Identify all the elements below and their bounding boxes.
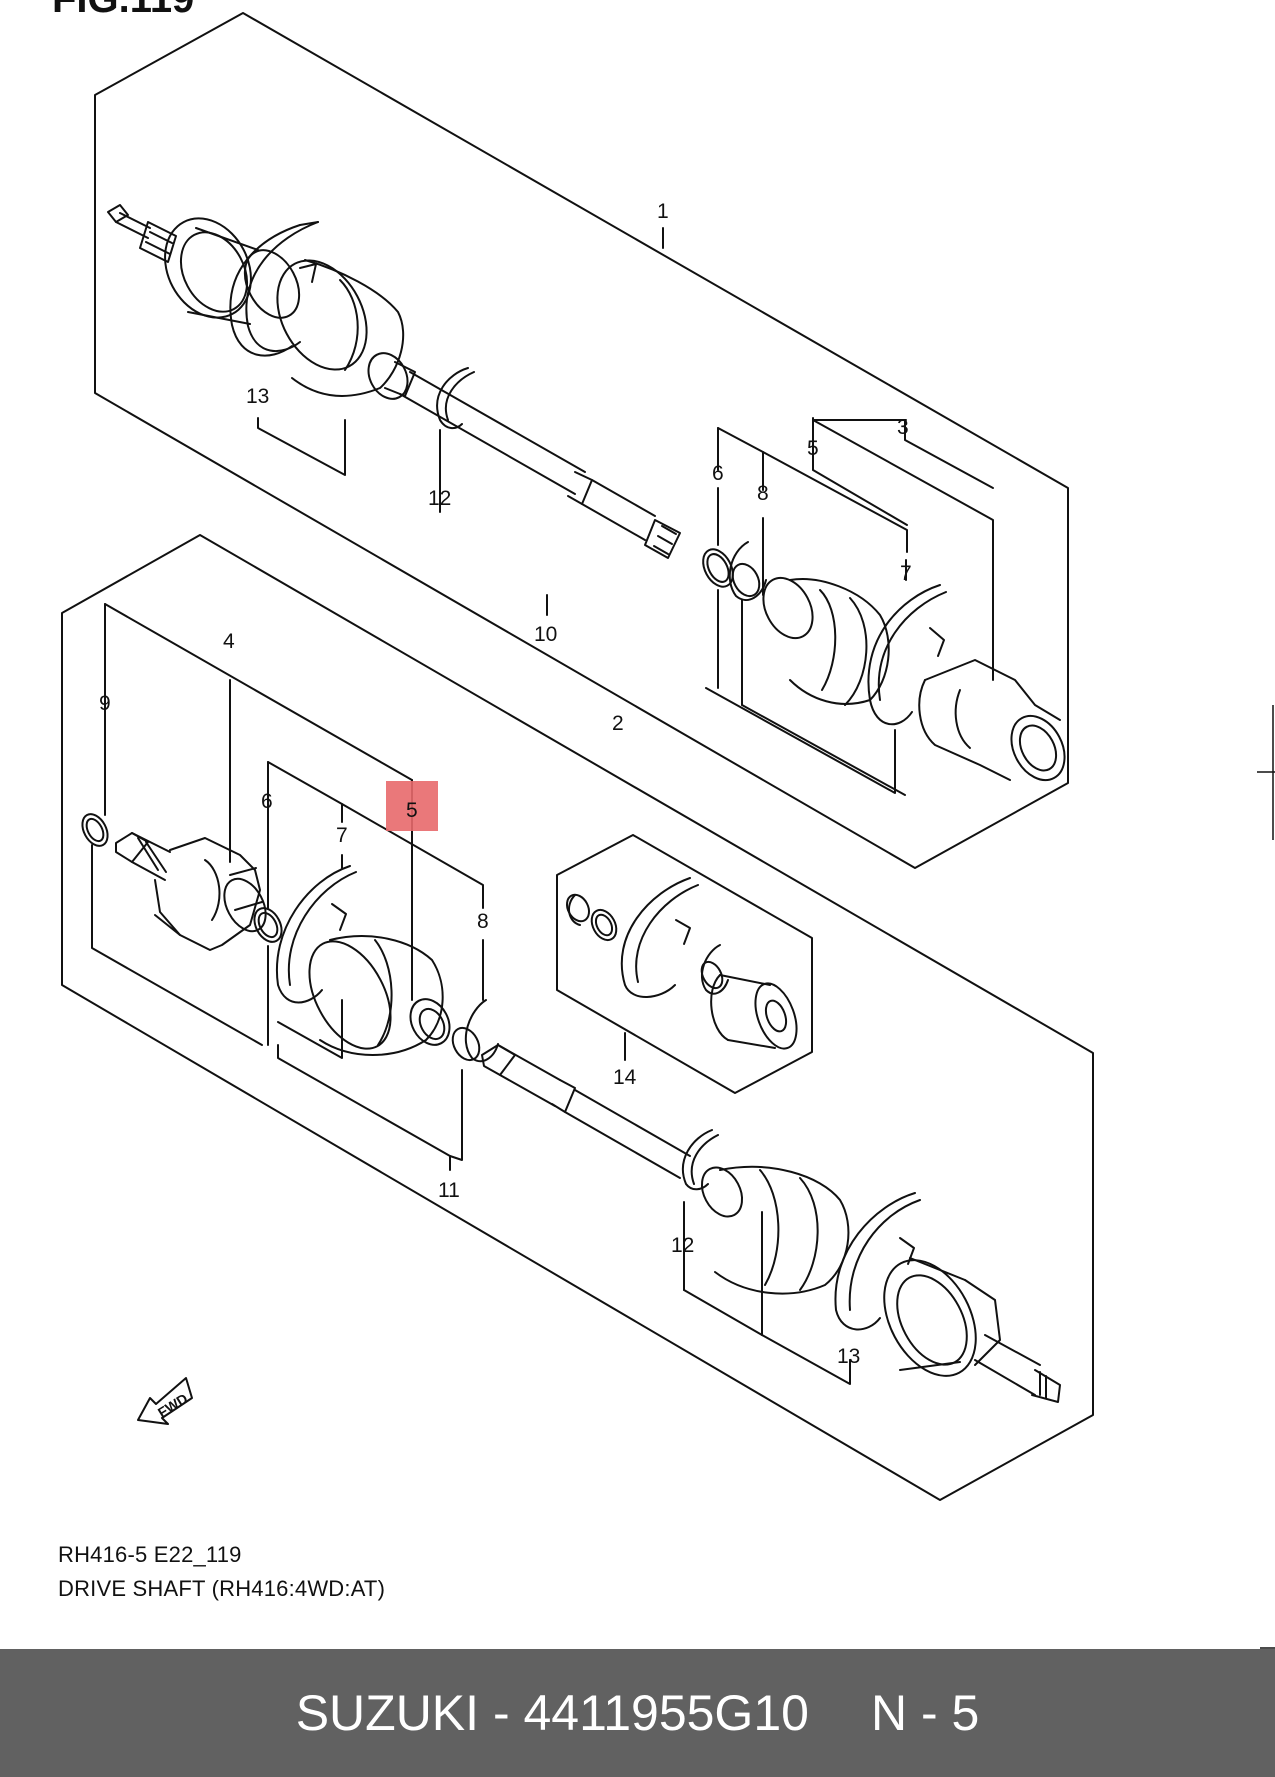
callout-4: 4 (223, 630, 235, 653)
callout-6-upper: 6 (712, 462, 724, 485)
kit-components-14 (565, 877, 798, 1050)
highlight-callout-box (386, 781, 438, 831)
figure-header: FIG.119 (52, 0, 194, 21)
upper-inner-cv-joint-housing (918, 659, 1066, 782)
callout-13-lower: 13 (837, 1345, 860, 1368)
callout-8-lower: 8 (477, 910, 489, 933)
lower-assembly-frame (61, 534, 1094, 1501)
lower-inner-stub-shaft (115, 832, 171, 881)
upper-assembly-frame (94, 12, 1069, 869)
position-number: N - 5 (870, 1685, 980, 1741)
callout-9: 9 (99, 692, 111, 715)
upper-inner-boot-band-12 (436, 367, 475, 430)
callout-7-lower: 7 (336, 824, 348, 847)
upper-outer-stub-shaft (107, 204, 177, 263)
callout-5-lower: 5 (406, 799, 418, 822)
figure-code: RH416-5 E22_119 (58, 1542, 242, 1567)
kit-box-14 (556, 834, 813, 1094)
callout-12-lower: 12 (671, 1234, 694, 1257)
lower-outer-boot-band-12 (681, 1129, 719, 1191)
upper-outer-cv-joint (164, 217, 301, 325)
callout-1: 1 (657, 200, 669, 223)
callout-2: 2 (612, 712, 624, 735)
lower-inner-ring-8 (451, 999, 499, 1063)
upper-ring-8 (728, 541, 767, 601)
upper-circlip-6 (702, 548, 734, 588)
brand-part-number: SUZUKI - 4411955G10 (295, 1685, 809, 1741)
lower-shaft (481, 1044, 691, 1179)
lower-inner-boot-5 (308, 935, 451, 1056)
callout-5-upper: 5 (807, 437, 819, 460)
upper-outer-boot (276, 259, 416, 400)
right-edge-fragment (1257, 705, 1275, 1649)
lower-circlip-6 (253, 907, 283, 943)
callout-3: 3 (897, 416, 909, 439)
lower-inner-boot-band-7 (275, 865, 357, 1004)
callout-12-upper: 12 (428, 487, 451, 510)
callout-11: 11 (438, 1179, 460, 1202)
callout-labels: 1 13 12 3 5 6 8 7 10 2 4 9 6 7 5 8 14 11… (99, 200, 912, 1368)
upper-leader-lines (257, 227, 994, 796)
callout-10: 10 (534, 623, 557, 646)
lower-outer-boot (700, 1165, 850, 1295)
lower-leader-lines (91, 603, 851, 1385)
upper-inner-boot (762, 576, 890, 706)
part-info-footer: SUZUKI - 4411955G10 N - 5 (0, 1649, 1275, 1777)
upper-shaft (399, 371, 681, 559)
callout-7-upper: 7 (900, 562, 912, 585)
upper-outer-boot-band-13 (229, 221, 319, 357)
callout-6-lower: 6 (261, 790, 273, 813)
figure-title: DRIVE SHAFT (RH416:4WD:AT) (58, 1576, 386, 1601)
lower-inner-cv-joint-housing-4 (154, 837, 267, 951)
callout-13-upper: 13 (246, 385, 269, 408)
upper-inner-boot-band-7 (867, 584, 947, 726)
lower-outer-cv-joint (883, 1257, 1061, 1403)
callout-14: 14 (613, 1066, 637, 1089)
callout-8-upper: 8 (757, 482, 769, 505)
fwd-arrow-icon: FWD (137, 1377, 193, 1425)
lower-circlip-9 (81, 813, 109, 847)
